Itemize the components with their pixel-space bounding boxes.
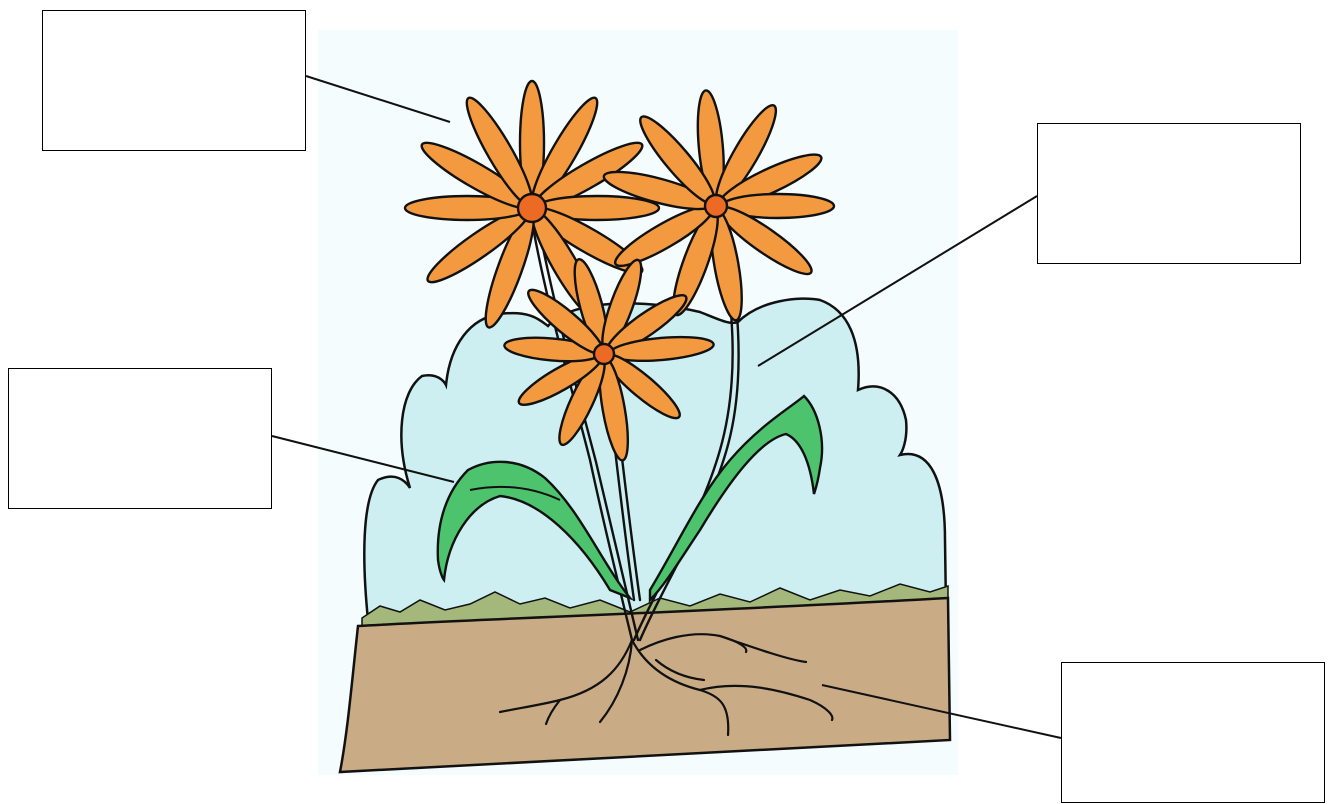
label-box-stem[interactable] xyxy=(1037,123,1301,264)
label-box-leaf[interactable] xyxy=(8,368,272,509)
soil xyxy=(340,598,950,772)
label-box-roots[interactable] xyxy=(1061,662,1325,803)
label-box-flower[interactable] xyxy=(42,10,306,151)
